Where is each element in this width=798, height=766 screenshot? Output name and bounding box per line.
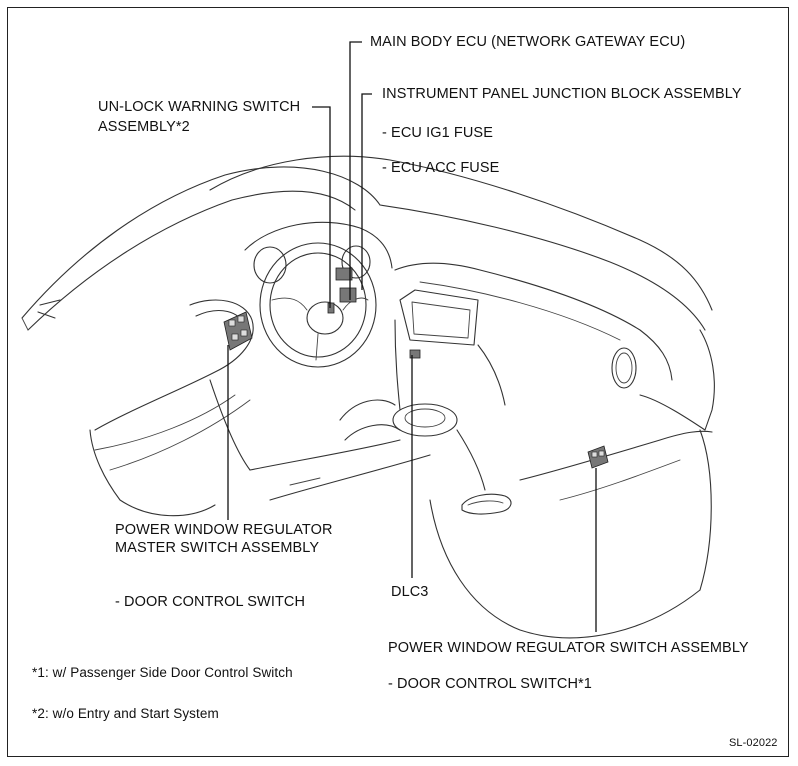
pw-switch-part [587, 445, 609, 469]
pw-switch-assembly-label: POWER WINDOW REGULATOR SWITCH ASSEMBLY [388, 640, 749, 656]
driver-door-panel [21, 166, 381, 517]
pw-master-switch-part [223, 311, 253, 351]
dashboard-top [209, 155, 715, 431]
pw-master-label-line2: MASTER SWITCH ASSEMBLY [115, 540, 320, 556]
main-body-ecu-label: MAIN BODY ECU (NETWORK GATEWAY ECU) [370, 34, 686, 50]
footnote-1: *1: w/ Passenger Side Door Control Switc… [32, 665, 293, 680]
ecu-acc-fuse-label: - ECU ACC FUSE [382, 160, 500, 176]
dlc3-label: DLC3 [391, 584, 429, 600]
ip-junction-block-label: INSTRUMENT PANEL JUNCTION BLOCK ASSEMBLY [382, 86, 742, 102]
diagram-frame [7, 7, 789, 757]
center-console [249, 399, 486, 501]
door-control-switch-1-label: - DOOR CONTROL SWITCH*1 [388, 676, 592, 692]
footnote-2: *2: w/o Entry and Start System [32, 706, 219, 721]
pw-master-label-line1: POWER WINDOW REGULATOR [115, 522, 333, 538]
figure-code: SL-02022 [729, 737, 778, 749]
center-display [394, 289, 506, 411]
leader-lines [227, 41, 597, 632]
unlock-warning-label-line2: ASSEMBLY*2 [98, 119, 190, 135]
steering-wheel [244, 221, 393, 368]
unlock-warning-label-line1: UN-LOCK WARNING SWITCH [98, 99, 301, 115]
ecu-parts [327, 267, 421, 359]
passenger-door-panel [429, 429, 713, 639]
ecu-ig1-fuse-label: - ECU IG1 FUSE [382, 125, 493, 141]
door-control-switch-label: - DOOR CONTROL SWITCH [115, 594, 306, 610]
